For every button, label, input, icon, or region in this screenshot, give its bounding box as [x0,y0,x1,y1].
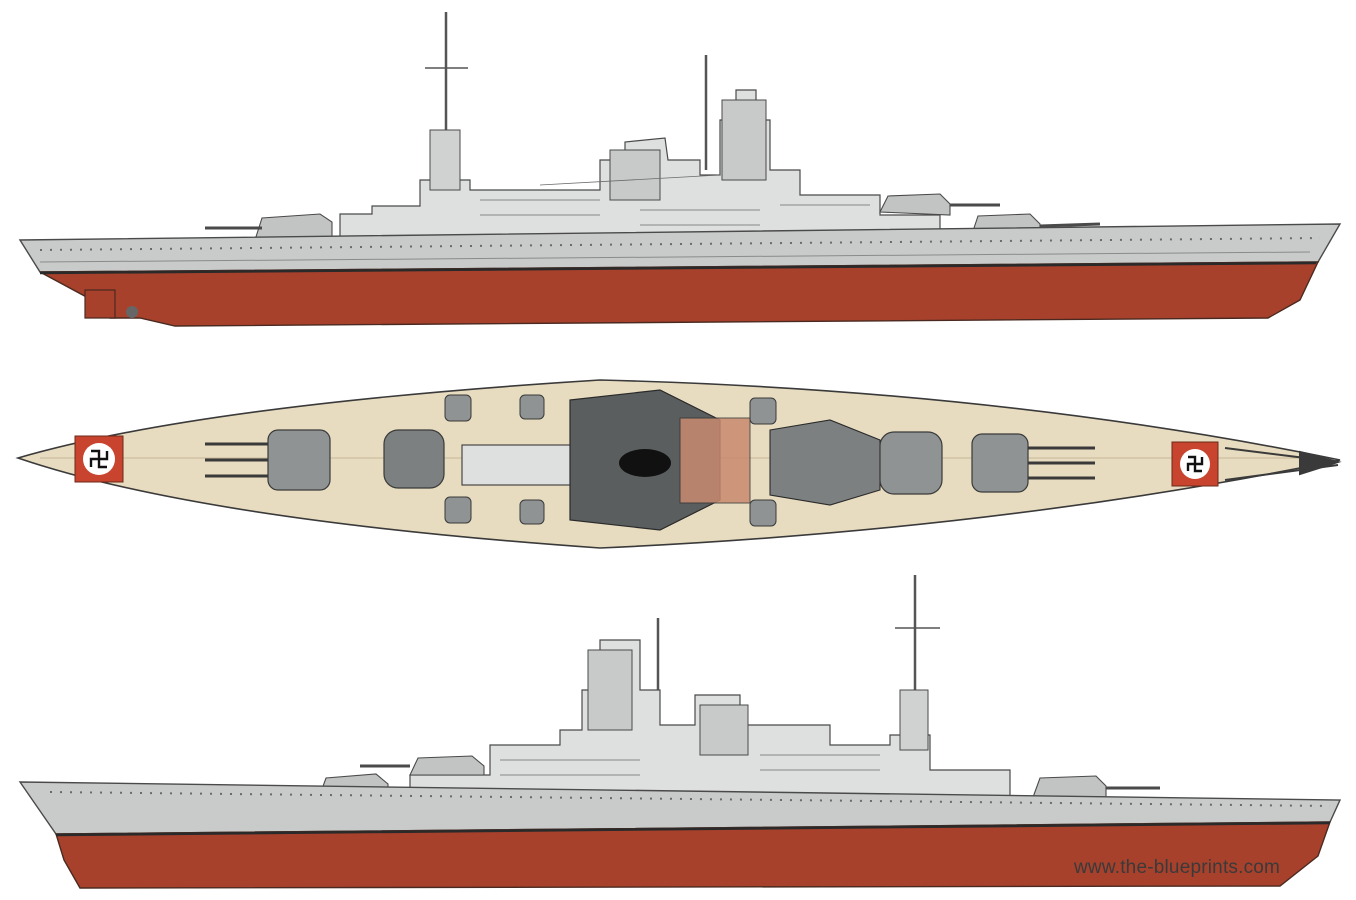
secondary-mounts [444,394,777,527]
hull-belt-line [39,251,1311,263]
deck-fore-turrets [879,431,1095,495]
port-fore-tower [899,689,929,751]
aft-deck-flag [74,435,124,483]
funnel [609,149,661,201]
watermark[interactable]: www.the-blueprints.com [1074,857,1281,878]
port-funnel [699,704,749,756]
boot-topping [39,261,1317,275]
propeller [126,306,138,318]
deck-bridge [769,419,881,506]
port-hull-lower [55,821,1331,889]
fore-tower [429,129,461,191]
port-profile-ship [18,575,1342,889]
main-tower [721,99,767,181]
deck-boats [679,417,751,504]
superstructure-detail [480,174,870,226]
rudder [84,289,116,319]
fore-deck-flag [1171,441,1219,487]
deck-plan-ship [15,379,1342,549]
starboard-profile-ship [18,12,1342,327]
deck-aft-turrets [205,429,445,491]
port-boot-topping [55,821,1331,837]
port-portholes [49,791,1331,807]
port-main-tower [587,649,633,731]
funnel-top [619,449,671,477]
portholes [39,237,1321,251]
anchor-gear [1224,447,1342,481]
port-superstructure-detail [500,754,880,776]
